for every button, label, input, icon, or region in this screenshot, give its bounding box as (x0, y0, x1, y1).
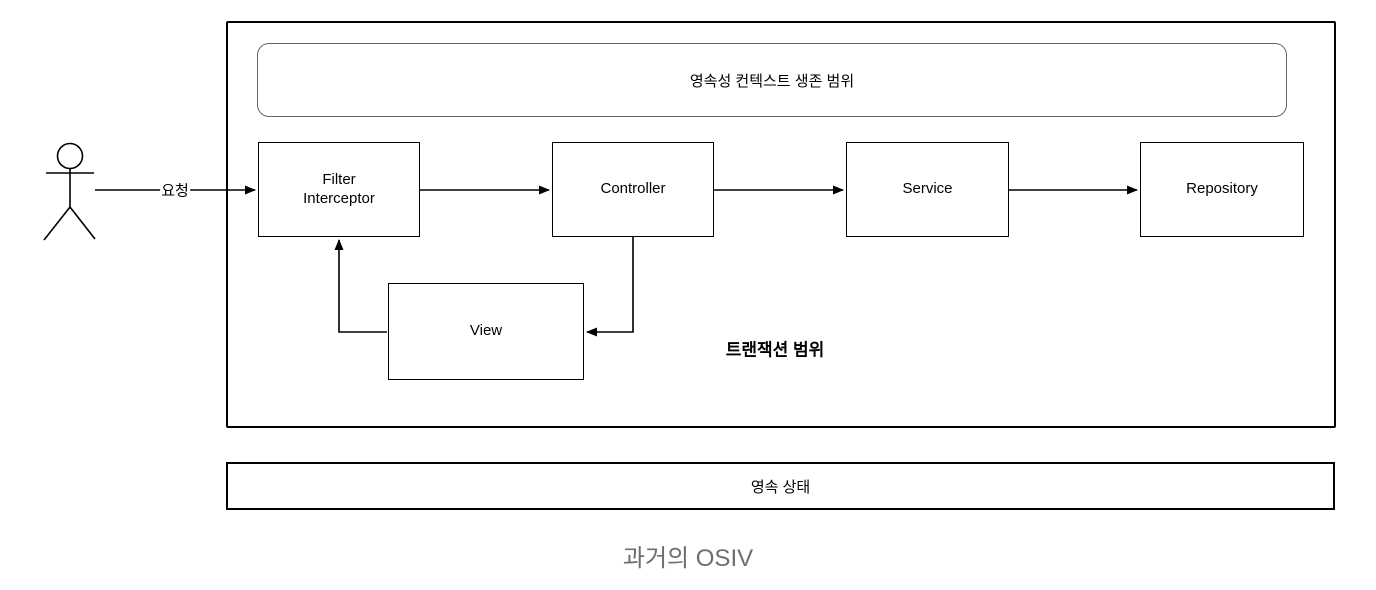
node-repository-label: Repository (1186, 180, 1258, 198)
persistent-state-label: 영속 상태 (750, 478, 811, 496)
node-controller-label: Controller (600, 180, 666, 198)
persistence-context-scope: 영속성 컨텍스트 생존 범위 (257, 43, 1287, 117)
node-filter-interceptor-label: Filter Interceptor (303, 170, 375, 207)
actor-icon (43, 142, 96, 241)
request-arrow-label: 요청 (160, 179, 190, 201)
node-view: View (388, 283, 584, 380)
node-view-label: View (469, 322, 503, 340)
persistence-context-scope-label: 영속성 컨텍스트 생존 범위 (689, 72, 855, 90)
request-boundary-rect (226, 21, 1336, 428)
node-controller: Controller (552, 142, 714, 237)
transaction-scope-label: 트랜잭션 범위 (725, 340, 825, 360)
figure-caption: 과거의 OSIV (622, 545, 754, 572)
node-filter-interceptor: Filter Interceptor (258, 142, 420, 237)
node-service-label: Service (902, 180, 953, 198)
node-repository: Repository (1140, 142, 1304, 237)
node-service: Service (846, 142, 1009, 237)
persistent-state-box: 영속 상태 (226, 462, 1335, 510)
